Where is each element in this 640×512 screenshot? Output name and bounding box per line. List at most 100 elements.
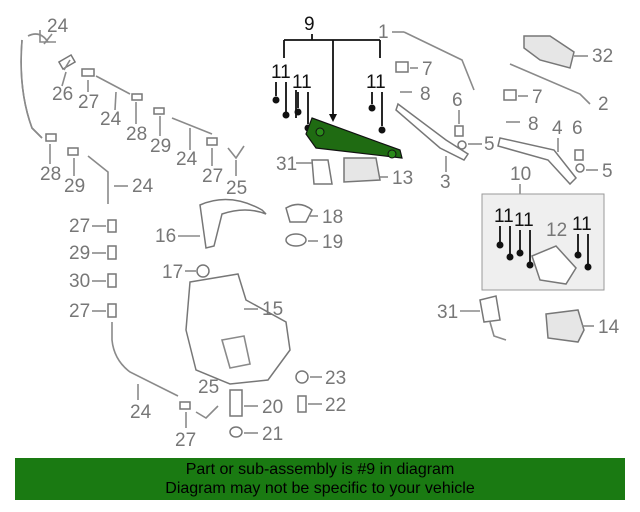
hose-joint-27 xyxy=(107,303,117,318)
info-banner: Part or sub-assembly is #9 in diagram Di… xyxy=(15,458,625,500)
motor-bracket-31 xyxy=(479,295,501,323)
callout-17: 17 xyxy=(162,262,183,283)
hose-long-24 xyxy=(111,322,179,397)
hose-joint-29 xyxy=(67,147,79,156)
callout-31-a: 31 xyxy=(276,154,297,175)
callout-6-a: 6 xyxy=(452,90,463,111)
callout-27-b: 27 xyxy=(202,166,223,187)
callout-11-e: 11 xyxy=(514,210,534,231)
washer-hose-upper xyxy=(20,30,56,139)
wiper-cover-32 xyxy=(523,35,575,69)
callout-11-f: 11 xyxy=(572,214,592,235)
nut-5 xyxy=(457,140,467,150)
hose-joint-27 xyxy=(107,219,117,233)
callout-11-b: 11 xyxy=(292,72,312,93)
motor-14 xyxy=(545,309,585,343)
callout-10: 10 xyxy=(510,164,531,185)
callout-5-b: 5 xyxy=(602,161,613,182)
hose-segment-24 xyxy=(87,155,109,204)
callout-29-c: 29 xyxy=(69,243,90,264)
wiper-motor-13 xyxy=(343,157,381,183)
callout-21: 21 xyxy=(262,424,283,445)
hose-clip-28 xyxy=(131,93,143,101)
hose-joint-29 xyxy=(107,245,117,260)
callout-28-a: 28 xyxy=(126,124,147,145)
callout-24-c: 24 xyxy=(176,149,198,170)
callout-9: 9 xyxy=(304,14,315,35)
callout-11-d: 11 xyxy=(494,206,514,227)
callout-31-b: 31 xyxy=(437,302,458,323)
callout-3: 3 xyxy=(440,172,451,193)
callout-24-b: 24 xyxy=(100,109,122,130)
callout-26: 26 xyxy=(52,84,73,105)
callout-12: 12 xyxy=(546,220,567,241)
callout-11-c: 11 xyxy=(366,72,386,93)
callout-8-a: 8 xyxy=(420,84,431,105)
hose-joint-27 xyxy=(81,68,95,77)
wiper-motor-bracket-31 xyxy=(311,159,333,185)
callout-5-a: 5 xyxy=(484,134,495,155)
callout-6-b: 6 xyxy=(572,118,583,139)
hose-connector-26 xyxy=(57,54,77,71)
cap-6 xyxy=(574,149,584,161)
elbow-25 xyxy=(195,405,219,420)
t-connector-25 xyxy=(227,145,245,160)
hose-segment-24 xyxy=(171,117,213,135)
banner-line-2: Diagram may not be specific to your vehi… xyxy=(165,480,475,497)
clip-7 xyxy=(395,61,409,73)
bolt-22 xyxy=(297,395,307,413)
callout-27-d: 27 xyxy=(69,301,90,322)
callout-4: 4 xyxy=(552,118,563,139)
check-valve-30 xyxy=(107,273,117,288)
hose-segment-24 xyxy=(95,75,131,95)
callout-22: 22 xyxy=(325,395,346,416)
callout-23: 23 xyxy=(325,368,346,389)
washer-reservoir-15 xyxy=(185,273,291,385)
grommet-18 xyxy=(285,203,313,223)
callout-24-d: 24 xyxy=(132,176,154,197)
cap-6 xyxy=(454,125,464,137)
callout-25-a: 25 xyxy=(226,178,247,199)
callout-25-b: 25 xyxy=(198,377,219,398)
seal-19 xyxy=(285,233,307,247)
callout-2: 2 xyxy=(598,94,609,115)
callout-28-b: 28 xyxy=(40,164,61,185)
wiper-blade-1 xyxy=(403,31,475,91)
wiper-blade-2 xyxy=(509,63,591,105)
wiper-arm-4 xyxy=(497,137,578,186)
washer-pump-20 xyxy=(229,389,243,417)
callout-27-c: 27 xyxy=(69,216,90,237)
callout-7-b: 7 xyxy=(532,87,543,108)
linkage-bracket-12 xyxy=(531,245,577,285)
cap-17 xyxy=(196,264,210,278)
callout-27-e: 27 xyxy=(175,430,196,451)
banner-line-1: Part or sub-assembly is #9 in diagram xyxy=(185,461,455,478)
callout-30: 30 xyxy=(69,271,90,292)
hose-clip-28 xyxy=(45,133,57,142)
nut-23 xyxy=(295,370,309,384)
callout-13: 13 xyxy=(392,168,413,189)
callout-32: 32 xyxy=(592,46,613,67)
callout-20: 20 xyxy=(262,397,283,418)
hose-joint-29 xyxy=(153,107,165,115)
callout-1: 1 xyxy=(378,22,389,43)
callout-7-a: 7 xyxy=(422,59,433,80)
callout-24-e: 24 xyxy=(130,402,152,423)
grommet-21 xyxy=(229,426,243,438)
callout-19: 19 xyxy=(322,232,343,253)
callout-24-a: 24 xyxy=(47,16,69,37)
callout-18: 18 xyxy=(322,207,343,228)
filler-neck-16 xyxy=(199,198,267,249)
wiper-arm-3 xyxy=(395,102,470,161)
hose-joint-27 xyxy=(206,137,218,146)
callout-16: 16 xyxy=(155,226,176,247)
callout-29-a: 29 xyxy=(150,136,171,157)
callout-9-leaders xyxy=(283,34,381,122)
callout-29-b: 29 xyxy=(64,176,85,197)
callout-15: 15 xyxy=(262,299,283,320)
callout-27-a: 27 xyxy=(78,92,99,113)
clip-7 xyxy=(503,89,517,101)
callout-11-a: 11 xyxy=(271,62,291,83)
nut-5 xyxy=(575,163,585,173)
callout-8-b: 8 xyxy=(528,114,539,135)
